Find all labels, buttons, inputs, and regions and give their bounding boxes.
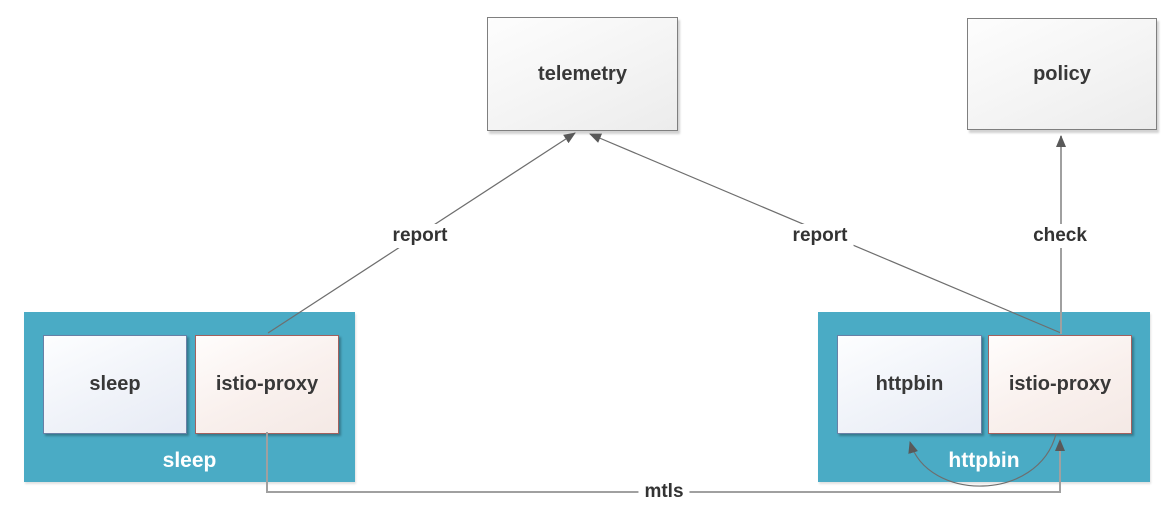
edge-label-mtls: mtls	[638, 480, 690, 504]
edge-label-check: check	[1027, 224, 1093, 248]
pod-httpbin-label: httpbin	[948, 449, 1020, 472]
node-policy-label: policy	[1033, 62, 1091, 85]
container-sleep-istio-proxy: istio-proxy	[195, 335, 339, 434]
node-telemetry: telemetry	[487, 17, 678, 131]
container-httpbin-istio-proxy-label: istio-proxy	[1008, 373, 1112, 395]
container-sleep-istio-proxy-label: istio-proxy	[215, 373, 319, 395]
container-sleep-label: sleep	[89, 373, 141, 395]
container-httpbin-label: httpbin	[875, 373, 944, 395]
edge-label-report-right: report	[786, 224, 854, 248]
pod-httpbin: httpbin istio-proxy httpbin	[818, 312, 1150, 482]
node-telemetry-label: telemetry	[538, 62, 627, 85]
container-sleep: sleep	[43, 335, 187, 434]
pod-sleep-label: sleep	[162, 449, 217, 472]
container-httpbin: httpbin	[837, 335, 982, 434]
container-httpbin-istio-proxy: istio-proxy	[988, 335, 1132, 434]
pod-sleep: sleep istio-proxy sleep	[24, 312, 355, 482]
edge-label-report-left: report	[386, 224, 454, 248]
node-policy: policy	[967, 18, 1157, 130]
